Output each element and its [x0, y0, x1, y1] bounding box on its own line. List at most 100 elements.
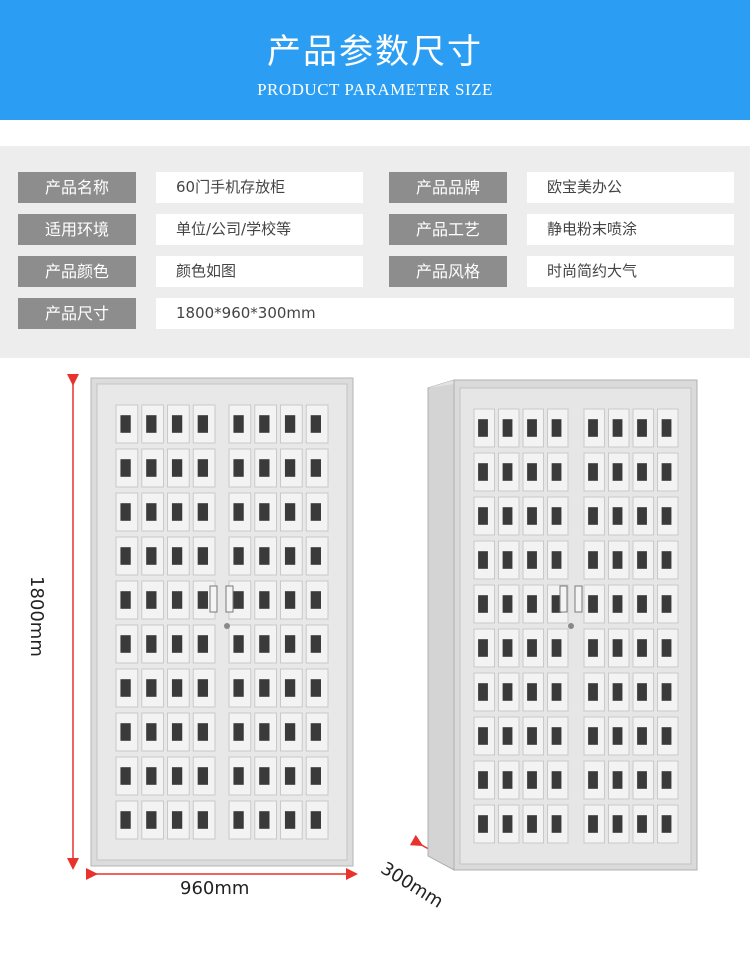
compartment-window	[551, 551, 562, 569]
compartment-window	[661, 639, 672, 657]
compartment-window	[637, 419, 647, 437]
compartment-window	[310, 679, 321, 697]
compartment-window	[120, 723, 131, 741]
compartment-window	[588, 683, 598, 701]
compartment-window	[259, 679, 270, 697]
compartment-window	[259, 591, 270, 609]
compartment-window	[310, 415, 321, 433]
compartment-window	[120, 547, 131, 565]
compartment-window	[502, 551, 513, 569]
front-cabinet-image	[67, 374, 698, 880]
param-value-environment: 单位/公司/学校等	[156, 214, 363, 245]
compartment-window	[588, 771, 598, 789]
compartment-window	[527, 551, 537, 569]
compartment-window	[527, 727, 537, 745]
compartment-window	[233, 679, 244, 697]
compartment-window	[527, 771, 537, 789]
compartment-window	[284, 723, 296, 741]
compartment-window	[197, 723, 208, 741]
compartment-window	[146, 767, 157, 785]
compartment-window	[588, 463, 598, 481]
page-subtitle: PRODUCT PARAMETER SIZE	[257, 80, 493, 99]
compartment-window	[588, 551, 598, 569]
compartment-window	[233, 591, 244, 609]
compartment-window	[661, 507, 672, 525]
compartment-window	[527, 419, 537, 437]
compartment-window	[146, 459, 157, 477]
header-banner: 产品参数尺寸 PRODUCT PARAMETER SIZE	[0, 0, 750, 120]
compartment-window	[284, 767, 296, 785]
compartment-window	[588, 507, 598, 525]
compartment-window	[171, 723, 183, 741]
compartment-window	[502, 727, 513, 745]
compartment-window	[551, 507, 562, 525]
compartment-window	[259, 635, 270, 653]
compartment-window	[661, 463, 672, 481]
compartment-window	[146, 635, 157, 653]
compartment-window	[502, 507, 513, 525]
compartment-window	[551, 771, 562, 789]
param-label-brand: 产品品牌	[389, 172, 507, 203]
compartment-window	[612, 815, 623, 833]
compartment-window	[661, 771, 672, 789]
compartment-window	[551, 815, 562, 833]
compartment-window	[612, 683, 623, 701]
compartment-window	[661, 683, 672, 701]
compartment-window	[284, 547, 296, 565]
compartment-window	[612, 551, 623, 569]
compartment-window	[310, 591, 321, 609]
compartment-window	[259, 723, 270, 741]
compartment-window	[661, 815, 672, 833]
compartment-window	[551, 595, 562, 613]
compartment-window	[310, 547, 321, 565]
compartment-window	[478, 463, 488, 481]
compartment-window	[197, 767, 208, 785]
compartment-window	[259, 415, 270, 433]
compartment-window	[284, 415, 296, 433]
compartment-window	[120, 503, 131, 521]
compartment-window	[233, 723, 244, 741]
compartment-window	[284, 503, 296, 521]
page-title: 产品参数尺寸	[267, 32, 483, 72]
compartment-window	[171, 547, 183, 565]
compartment-window	[146, 503, 157, 521]
param-value-name: 60门手机存放柜	[156, 172, 363, 203]
compartment-window	[233, 415, 244, 433]
compartment-window	[146, 415, 157, 433]
compartment-window	[284, 679, 296, 697]
compartment-window	[661, 595, 672, 613]
compartment-window	[612, 463, 623, 481]
param-label-style: 产品风格	[389, 256, 507, 287]
compartment-window	[233, 767, 244, 785]
compartment-window	[527, 639, 537, 657]
param-label-size: 产品尺寸	[18, 298, 136, 329]
compartment-window	[120, 679, 131, 697]
compartment-window	[120, 811, 131, 829]
compartment-window	[502, 639, 513, 657]
compartment-window	[259, 767, 270, 785]
compartment-window	[171, 679, 183, 697]
compartment-window	[502, 419, 513, 437]
compartment-window	[588, 419, 598, 437]
compartment-window	[197, 547, 208, 565]
compartment-window	[661, 551, 672, 569]
compartment-window	[661, 727, 672, 745]
compartment-window	[284, 811, 296, 829]
compartment-window	[588, 815, 598, 833]
compartment-window	[502, 595, 513, 613]
compartment-window	[551, 683, 562, 701]
compartment-window	[120, 591, 131, 609]
param-label-color: 产品颜色	[18, 256, 136, 287]
compartment-window	[197, 635, 208, 653]
compartment-window	[171, 767, 183, 785]
compartment-window	[259, 547, 270, 565]
compartment-window	[527, 595, 537, 613]
compartment-window	[527, 507, 537, 525]
compartment-window	[612, 419, 623, 437]
compartment-window	[527, 463, 537, 481]
compartment-window	[661, 419, 672, 437]
compartment-window	[197, 459, 208, 477]
compartment-window	[527, 815, 537, 833]
compartment-window	[551, 463, 562, 481]
compartment-window	[612, 727, 623, 745]
